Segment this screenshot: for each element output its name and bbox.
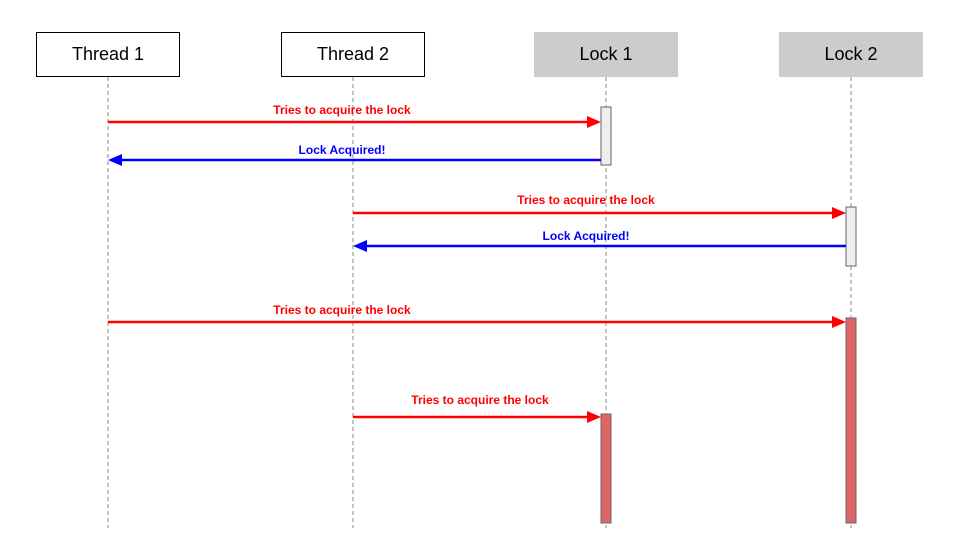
message-arrowhead-5: [832, 316, 846, 328]
activation-lock1-blocked-4: [600, 413, 612, 524]
activation-lock2-blocked-3: [845, 317, 857, 524]
message-label-6: Tries to acquire the lock: [411, 393, 549, 407]
message-arrowhead-3: [832, 207, 846, 219]
message-arrowhead-2: [108, 154, 122, 166]
message-label-5: Tries to acquire the lock: [273, 303, 411, 317]
participant-thread-2: Thread 2: [281, 32, 425, 77]
message-label-2: Lock Acquired!: [298, 143, 386, 157]
activation-lock1-acquired-1: [600, 106, 612, 166]
message-label-3: Tries to acquire the lock: [517, 193, 655, 207]
participant-lock-2: Lock 2: [779, 32, 923, 77]
message-label-1: Tries to acquire the lock: [273, 103, 411, 117]
message-label-4: Lock Acquired!: [542, 229, 630, 243]
participant-lock-1: Lock 1: [534, 32, 678, 77]
participant-thread-1: Thread 1: [36, 32, 180, 77]
activation-lock2-acquired-2: [845, 206, 857, 267]
message-arrowhead-1: [587, 116, 601, 128]
message-arrowhead-6: [587, 411, 601, 423]
message-arrowhead-4: [353, 240, 367, 252]
